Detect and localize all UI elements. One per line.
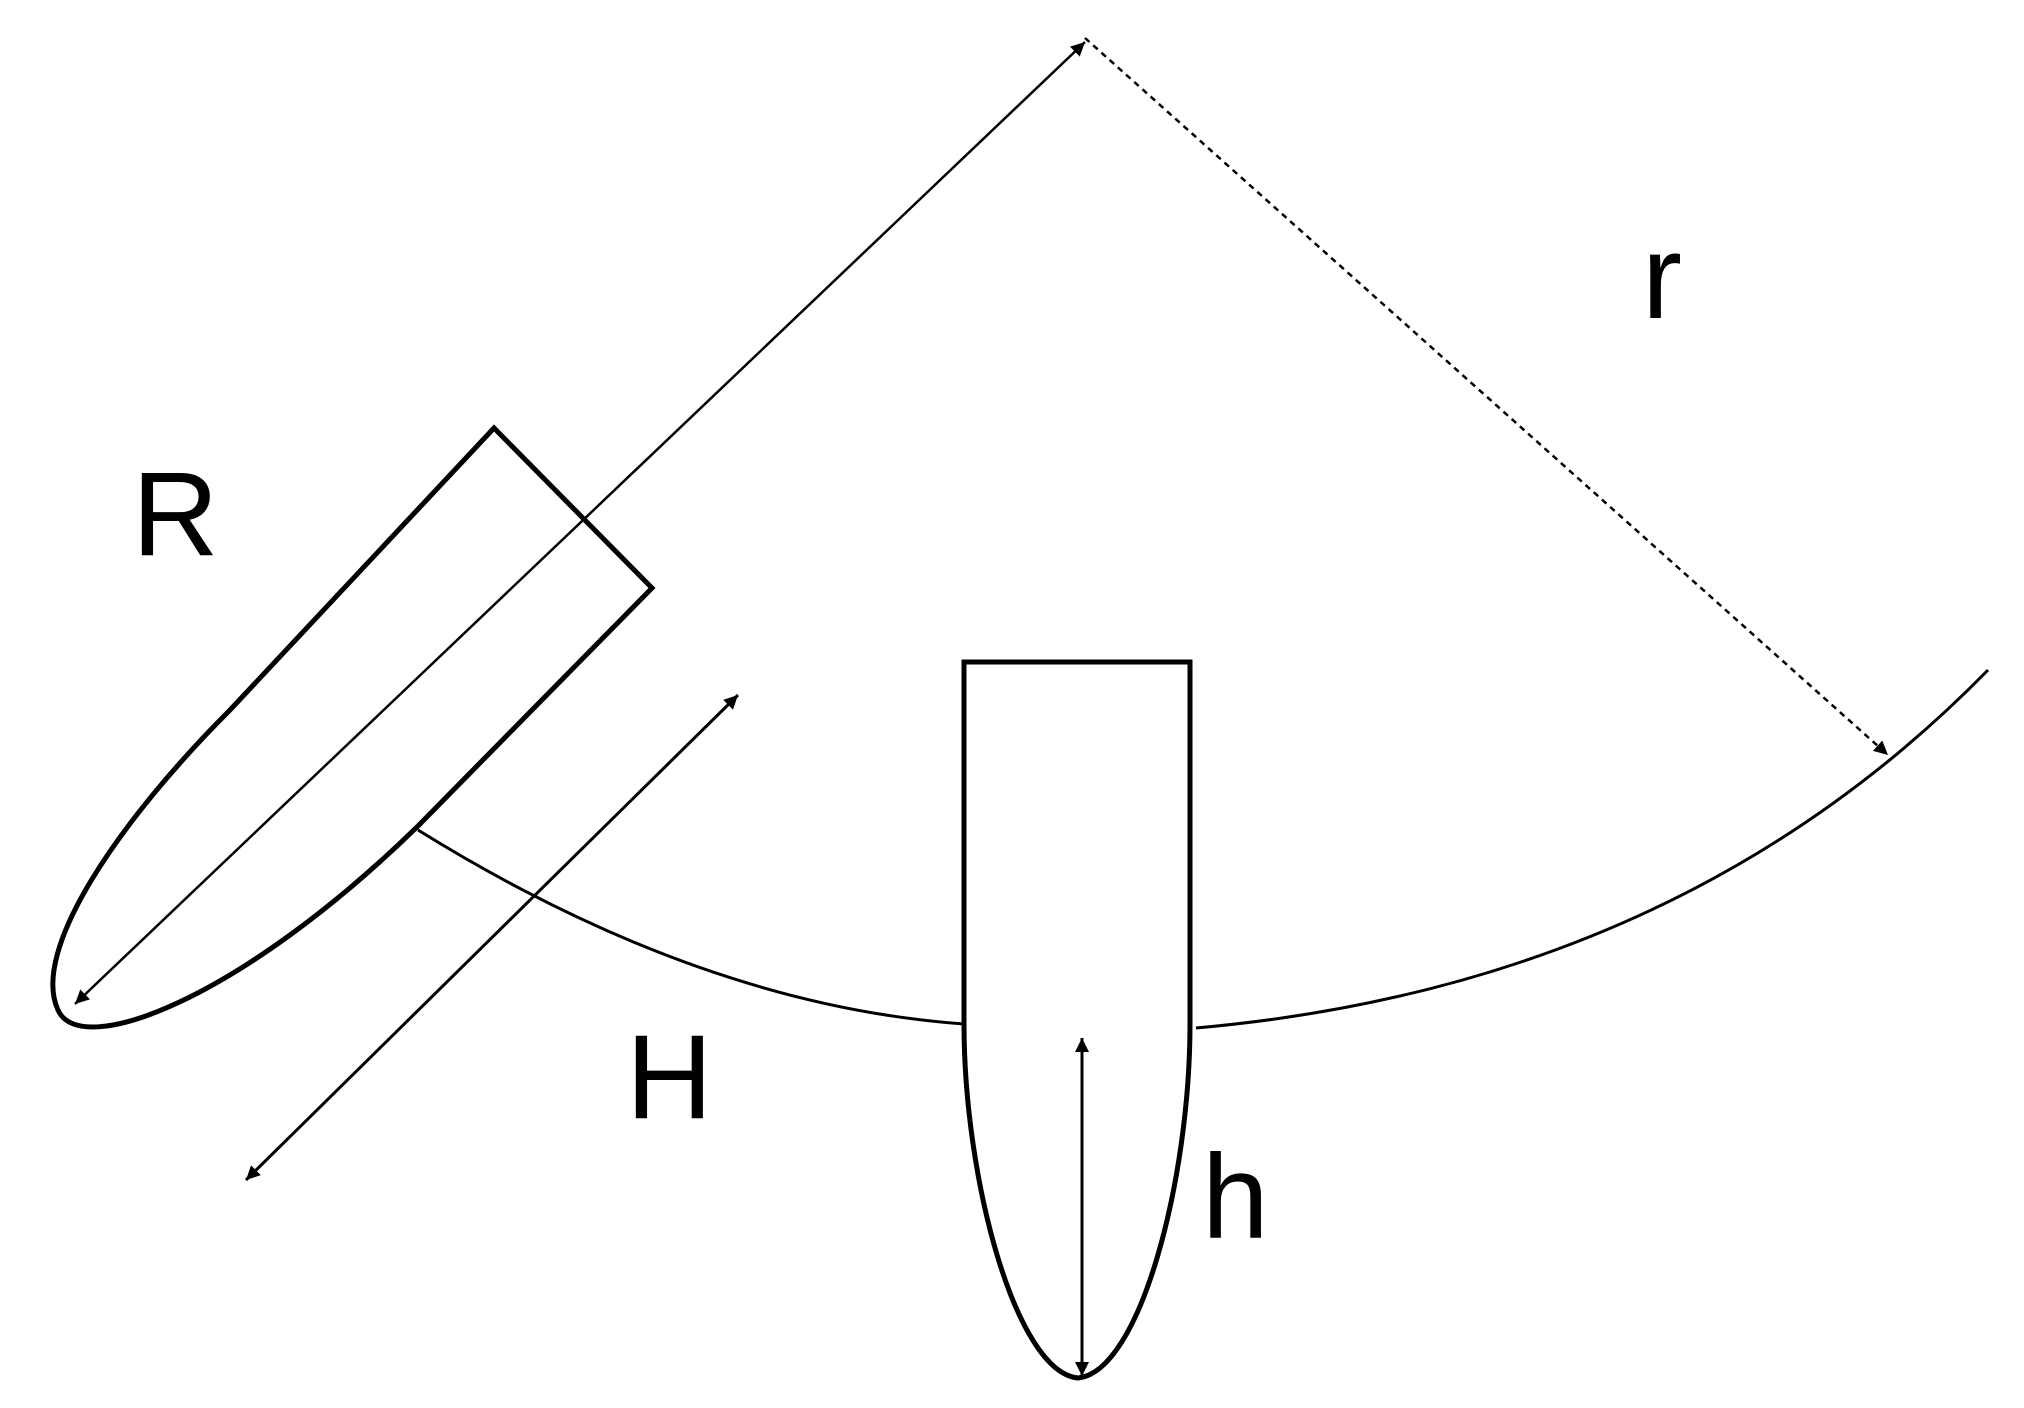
arc-right-segment	[1195, 668, 1990, 1030]
H-dimension-arrow	[244, 693, 740, 1182]
vertical-probe-outline	[961, 659, 1193, 1381]
label-H: H	[626, 1010, 713, 1144]
label-h: h	[1202, 1130, 1269, 1264]
R-dimension-arrow	[74, 41, 1086, 1005]
label-r: r	[1642, 210, 1682, 344]
arc-left-segment	[417, 828, 965, 1026]
r-dimension-arrow	[1084, 37, 1889, 756]
label-R: R	[132, 447, 219, 581]
